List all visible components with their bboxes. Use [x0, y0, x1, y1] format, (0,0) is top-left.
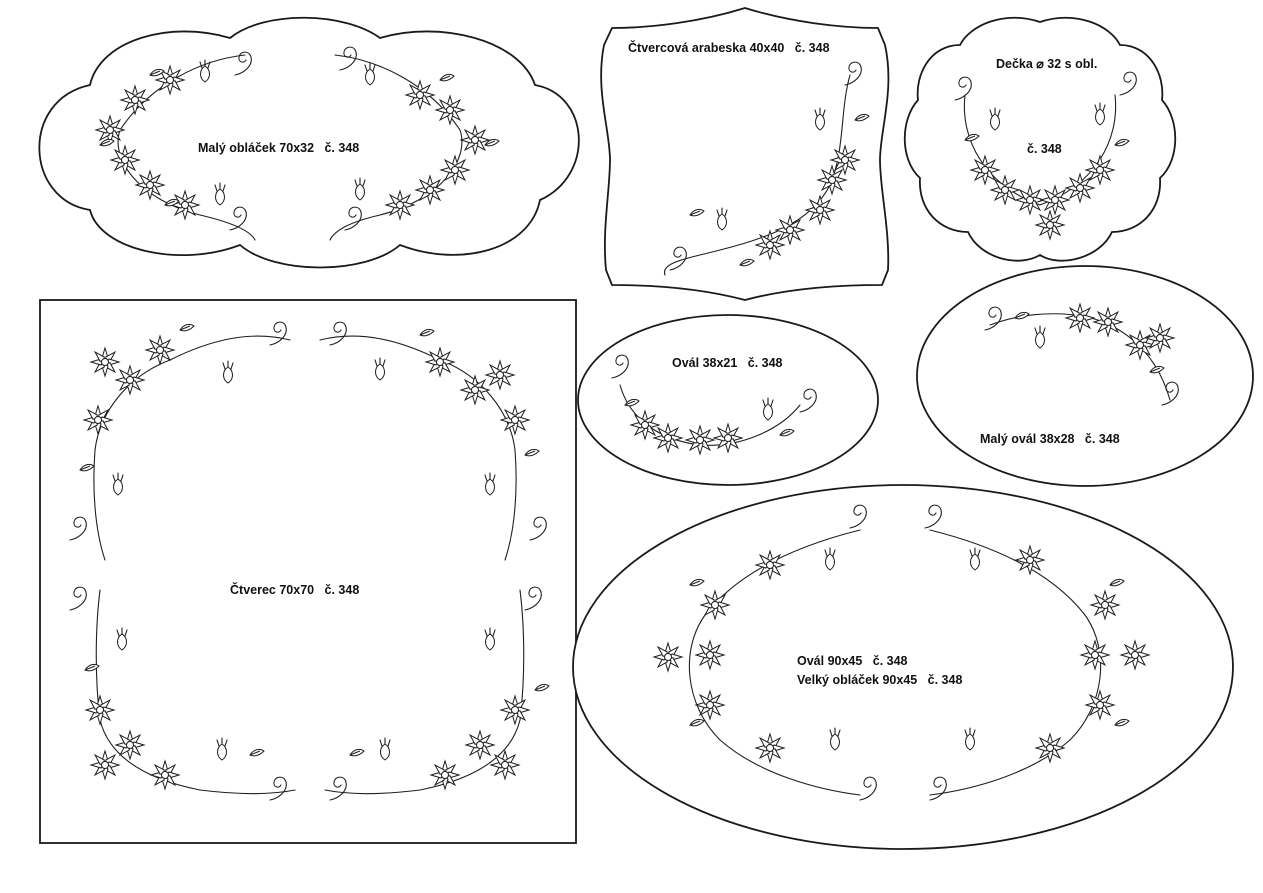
pattern-label-line2: č. 348 — [1027, 142, 1062, 156]
pattern-label: Čtverec 70x70 č. 348 — [230, 582, 359, 597]
pattern-label: Čtvercová arabeska 40x40 č. 348 — [628, 40, 830, 55]
cornflower-icon — [984, 303, 1179, 406]
oval-outline — [577, 314, 879, 486]
pattern-maly-oblacek: Malý obláček 70x32 č. 348 — [38, 16, 580, 269]
cornflower-icon — [653, 504, 877, 801]
cornflower-icon — [69, 321, 291, 561]
arabesque-outline — [600, 7, 890, 301]
pattern-maly-oval: Malý ovál 38x28 č. 348 — [916, 265, 1254, 487]
pattern-ctvercova-arabeska: Čtvercová arabeska 40x40 č. 348 — [600, 7, 890, 301]
pattern-oval-90x45: Ovál 90x45 č. 348 Velký obláček 90x45 č.… — [572, 484, 1234, 850]
cornflower-icon — [954, 71, 1137, 240]
pattern-label-line1: Ovál 90x45 č. 348 — [797, 654, 908, 668]
pattern-label-line2: Velký obláček 90x45 č. 348 — [797, 673, 962, 687]
cornflower-icon — [664, 61, 870, 276]
oval-outline — [572, 484, 1234, 850]
cornflower-icon — [319, 321, 547, 561]
cornflower-icon — [324, 586, 550, 801]
pattern-label-line1: Dečka ⌀ 32 s obl. — [996, 57, 1097, 71]
pattern-label: Malý obláček 70x32 č. 348 — [198, 141, 359, 155]
pattern-decka: Dečka ⌀ 32 s obl. č. 348 — [903, 16, 1177, 262]
scalloped-outline — [903, 16, 1177, 262]
cornflower-icon — [329, 46, 500, 241]
cornflower-icon — [69, 586, 296, 801]
pattern-label: Malý ovál 38x28 č. 348 — [980, 432, 1120, 446]
cornflower-icon — [611, 354, 817, 455]
cornflower-icon — [95, 51, 256, 241]
cornflower-icon — [924, 504, 1150, 801]
pattern-label: Ovál 38x21 č. 348 — [672, 356, 783, 370]
pattern-oval-38x21: Ovál 38x21 č. 348 — [577, 314, 879, 486]
oval-outline — [916, 265, 1254, 487]
pattern-ctverec: Čtverec 70x70 č. 348 — [39, 299, 577, 844]
